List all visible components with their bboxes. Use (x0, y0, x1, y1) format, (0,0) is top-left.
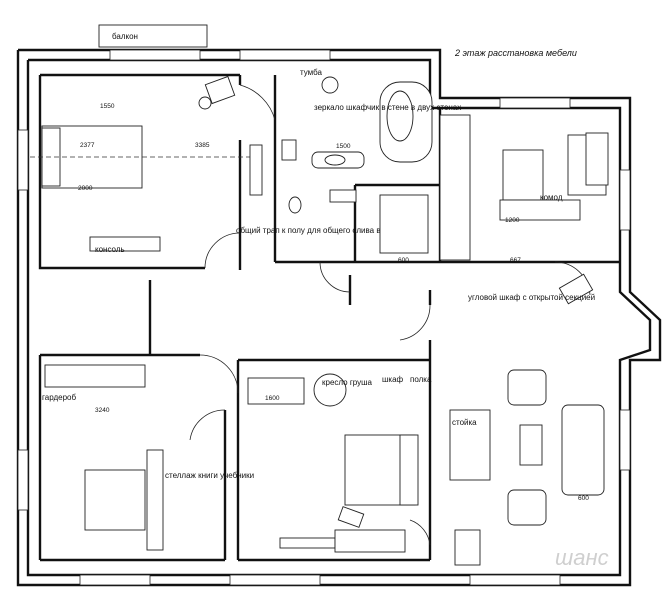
dim-2377: 2377 (80, 142, 95, 149)
sofa-right (561, 404, 605, 496)
wardrobe-left (44, 364, 146, 388)
media-console (449, 409, 491, 481)
bedroom-1: консоль общий трап к полу для общего сли… (30, 75, 395, 254)
label-tumba: тумба (300, 68, 322, 77)
label-corner-wardrobe: угловой шкаф с открытой секцией (468, 293, 595, 302)
dim-3385: 3385 (195, 142, 210, 149)
armchair-2 (507, 489, 547, 526)
dim-2000: 2000 (78, 185, 93, 192)
label-rack: стойка (452, 418, 477, 427)
dim-1010: 600 (578, 495, 589, 502)
dim-1270: 600 (398, 257, 409, 264)
toilet-2 (288, 196, 302, 214)
label-wardrobe-left: гардероб (42, 393, 76, 402)
balcony-label: балкон (112, 32, 138, 41)
dim-3240: 3240 (95, 407, 110, 414)
label-shelf: полка (410, 375, 432, 384)
dim-1200: 1200 (505, 217, 520, 224)
desk-chair (337, 506, 365, 528)
outer-walls (16, 48, 662, 587)
sofa (247, 377, 305, 405)
bed-single (502, 149, 544, 201)
desk (499, 199, 581, 221)
watermark: шанс (555, 545, 609, 570)
label-armchair: кресло груша (322, 378, 373, 387)
wardrobe-right (585, 132, 609, 186)
living-room: стойка 600 (449, 369, 605, 566)
closet-right (439, 114, 471, 261)
windows (17, 49, 631, 586)
dim-1600: 1600 (265, 395, 280, 402)
console (89, 236, 161, 252)
armchair-top (204, 75, 236, 105)
dim-1673: 667 (510, 257, 521, 264)
dim-1550: 1550 (100, 103, 115, 110)
dim-1500: 1500 (336, 143, 351, 150)
label-shelves: стеллаж книги учебники (165, 471, 254, 480)
beanbag-chair (313, 373, 347, 407)
shower-tray (379, 194, 429, 254)
bedroom-4: кресло груша шкаф полка 1600 (247, 373, 432, 553)
label-closet: шкаф (382, 375, 404, 384)
plan-title: 2 этаж расстановка мебели (454, 48, 577, 58)
label-console: консоль (95, 245, 125, 254)
coffee-table (519, 424, 543, 466)
desk-2 (334, 529, 406, 553)
bathroom-1: тумба зеркало шкафчик в стене в двух сте… (281, 68, 461, 264)
bedroom-3: гардероб стеллаж книги учебники 3240 (42, 364, 254, 551)
side-table (198, 96, 212, 110)
tv-stand (249, 144, 263, 196)
side-cabinet (454, 529, 481, 566)
label-common-shower: общий трап к полу для общего слива воды (236, 226, 395, 235)
toilet-1 (281, 139, 297, 161)
balcony (98, 24, 208, 48)
bedroom-2: комод угловой шкаф с открытой секцией 12… (439, 114, 609, 305)
bed-bottom-left (84, 469, 146, 531)
armchair-1 (507, 369, 547, 406)
shelves (146, 449, 164, 551)
label-mirrors: зеркало шкафчик в стене в двух стенах (314, 103, 461, 112)
corner-wardrobe (558, 273, 594, 305)
radiator (279, 537, 336, 549)
label-chest: комод (540, 193, 563, 202)
sink-2 (329, 189, 357, 203)
pouf (321, 76, 339, 94)
